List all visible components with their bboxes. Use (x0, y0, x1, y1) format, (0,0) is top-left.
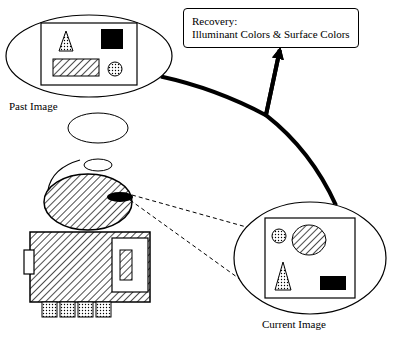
bubble-ellipse (6, 15, 172, 97)
robot-panel (112, 238, 148, 292)
robot-foot (60, 302, 75, 317)
bubble-label: Current Image (262, 318, 326, 331)
circle-shape (108, 62, 122, 76)
square-shape (101, 29, 123, 49)
hatched-blob (292, 225, 326, 255)
robot-panel (120, 250, 132, 280)
robot-foot (78, 302, 93, 317)
rect-shape (53, 59, 99, 76)
view-line (132, 195, 250, 228)
robot-arm (24, 250, 34, 274)
robot-body (30, 232, 150, 302)
triangle-shape (275, 262, 291, 290)
flow-connector (161, 50, 280, 115)
result-box: Recovery:Illuminant Colors & Surface Col… (183, 8, 359, 48)
thought-bubble (84, 159, 112, 171)
thought-bubble (68, 113, 128, 143)
robot-eye (107, 192, 133, 202)
image-frame (41, 23, 137, 85)
image-bubble: Current Image (232, 200, 392, 338)
flow-connector (266, 50, 336, 205)
robot-foot (42, 302, 57, 317)
bubble-ellipse (234, 202, 386, 314)
view-line (130, 200, 248, 285)
robot-foot (96, 302, 111, 317)
rect-shape (320, 276, 346, 290)
triangle-shape (59, 31, 73, 51)
bubble-label: Past Image (9, 100, 58, 113)
circle-shape (272, 229, 286, 243)
box-heading: Recovery: (192, 15, 350, 28)
robot-head (44, 174, 132, 230)
image-frame (265, 218, 355, 298)
image-bubble: Past Image (3, 12, 175, 116)
bubble-outline (232, 200, 392, 338)
box-text: Illuminant Colors & Surface Colors (192, 28, 350, 41)
